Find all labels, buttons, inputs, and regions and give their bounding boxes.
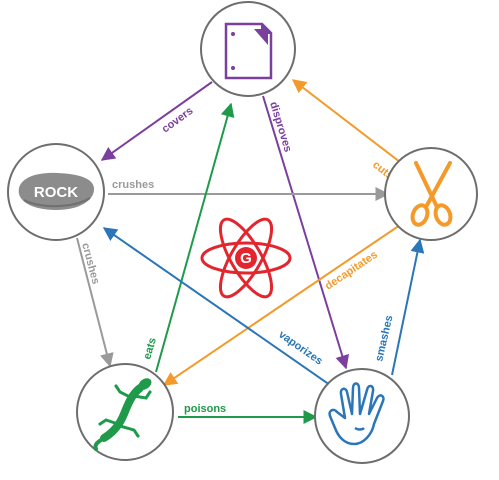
edge-label-covers: covers <box>160 105 196 136</box>
edge-label-poisons: poisons <box>184 403 226 415</box>
edge-covers-arrow <box>100 81 213 161</box>
scissors-icon <box>410 161 453 227</box>
edge-cuts-arrow <box>291 79 401 163</box>
paper-node <box>200 1 296 97</box>
rock-node: ROCK <box>7 143 105 241</box>
edge-label-smashes: smashes <box>373 314 395 363</box>
edge-decapitates-arrow <box>162 222 404 386</box>
edge-disproves-arrow <box>262 95 350 370</box>
rock-icon <box>18 172 95 210</box>
scissors-node <box>384 147 478 241</box>
lizard-icon <box>93 378 152 451</box>
edge-vaporizes-arrow <box>102 227 331 386</box>
paper-icon <box>224 22 273 80</box>
edge-label-vaporizes: vaporizes <box>276 329 324 368</box>
edge-label-crushes-lizard: crushes <box>79 242 102 286</box>
edges <box>76 79 425 424</box>
lizard-node <box>76 363 174 461</box>
edge-smashes-arrow <box>391 238 425 376</box>
edge-label-eats: eats <box>141 336 159 360</box>
atom-g-logo-icon: G <box>200 217 292 299</box>
spock-node <box>314 368 410 464</box>
vulcan-hand-icon <box>328 382 385 446</box>
rock-label: ROCK <box>34 184 78 201</box>
edge-crushes-lizard-arrow <box>76 237 114 368</box>
edge-eats-arrow <box>155 102 235 373</box>
edge-label-disproves: disproves <box>267 100 294 153</box>
atom-logo-letter: G <box>240 250 252 267</box>
edge-label-crushes-scissors: crushes <box>112 179 154 191</box>
